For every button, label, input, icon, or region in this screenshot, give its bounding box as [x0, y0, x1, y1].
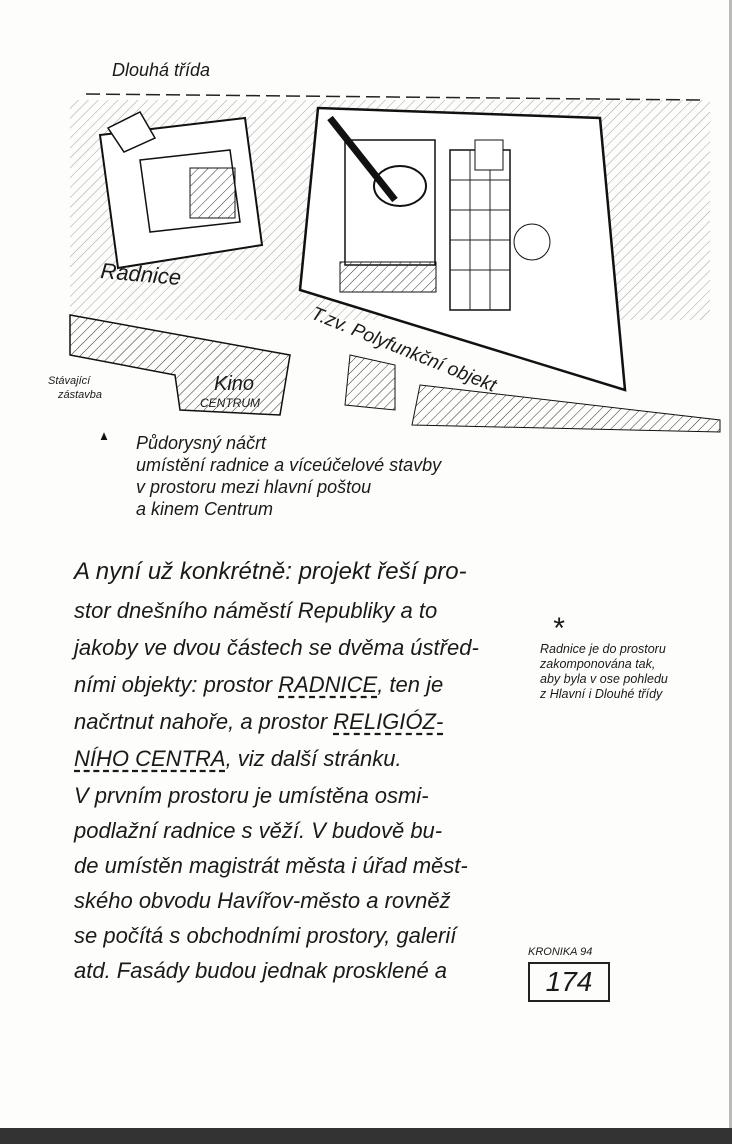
body-line: NÍHO CENTRA, viz další stránku. [74, 746, 402, 772]
existing-label: zástavba [57, 389, 102, 401]
caption-line: a kinem Centrum [136, 499, 274, 519]
hatched-block [344, 354, 396, 411]
body-line: stor dnešního náměstí Republiky a to [74, 598, 438, 623]
site-plan-sketch: Dlouhá třída Radnice T.zv. Polyfunkční o… [48, 60, 721, 440]
caption-line: umístění radnice a víceúčelové stavby [136, 455, 442, 475]
radnice-building [98, 111, 264, 270]
polyfunkcni-building [298, 106, 627, 392]
scan-border [0, 1128, 732, 1144]
body-text: , ten je [377, 672, 444, 697]
body-text: , viz další stránku. [225, 746, 402, 771]
body-line: A nyní už konkrétně: projekt řeší pro- [74, 558, 467, 585]
kino-label: Kino [214, 373, 254, 395]
body-line: ními objekty: prostor RADNICE, ten je [74, 672, 443, 698]
body-line: atd. Fasády budou jednak prosklené a [74, 958, 448, 983]
caption-line: v prostoru mezi hlavní poštou [136, 477, 372, 497]
body-line: de umístěn magistrát města i úřad měst- [74, 853, 468, 878]
caption-line: Půdorysný náčrt [136, 433, 267, 453]
up-arrow-icon [100, 432, 108, 440]
body-text: načrtnut nahoře, a prostor [74, 709, 334, 734]
existing-label: Stávající [48, 375, 91, 387]
sidenote-line: z Hlavní i Dlouhé třídy [540, 687, 663, 701]
sidenote-line: aby byla v ose pohledu [540, 672, 668, 686]
kino-centrum-building [69, 314, 291, 416]
chronicle-label: KRONIKA 94 [528, 946, 593, 958]
sidenote: Radnice je do prostoru zakomponována tak… [540, 642, 668, 702]
page-edge [729, 0, 732, 1144]
radnice-emphasis: RADNICE [278, 672, 378, 697]
street-line [85, 93, 701, 101]
street-label: Dlouhá třída [112, 60, 210, 80]
centrum-label: CENTRUM [200, 396, 260, 410]
page-number: 174 [528, 962, 610, 1002]
body-line: načrtnut nahoře, a prostor RELIGIÓZ- [74, 709, 443, 735]
body-line: ského obvodu Havířov-město a rovněž [74, 888, 451, 913]
body-line: se počítá s obchodními prostory, galerií [74, 923, 457, 948]
body-line: V prvním prostoru je umístěna osmi- [74, 783, 429, 808]
sidenote-line: zakomponována tak, [540, 657, 656, 671]
sidenote-line: Radnice je do prostoru [540, 642, 666, 656]
body-line: podlažní radnice s věží. V budově bu- [74, 818, 443, 843]
hatched-block [411, 384, 721, 433]
asterisk-marker: * [552, 612, 564, 645]
centra-emphasis: NÍHO CENTRA [74, 746, 226, 771]
body-line: jakoby ve dvou částech se dvěma ústřed- [74, 635, 479, 660]
body-text: ními objekty: prostor [74, 672, 279, 697]
religiozni-emphasis: RELIGIÓZ- [333, 709, 444, 734]
